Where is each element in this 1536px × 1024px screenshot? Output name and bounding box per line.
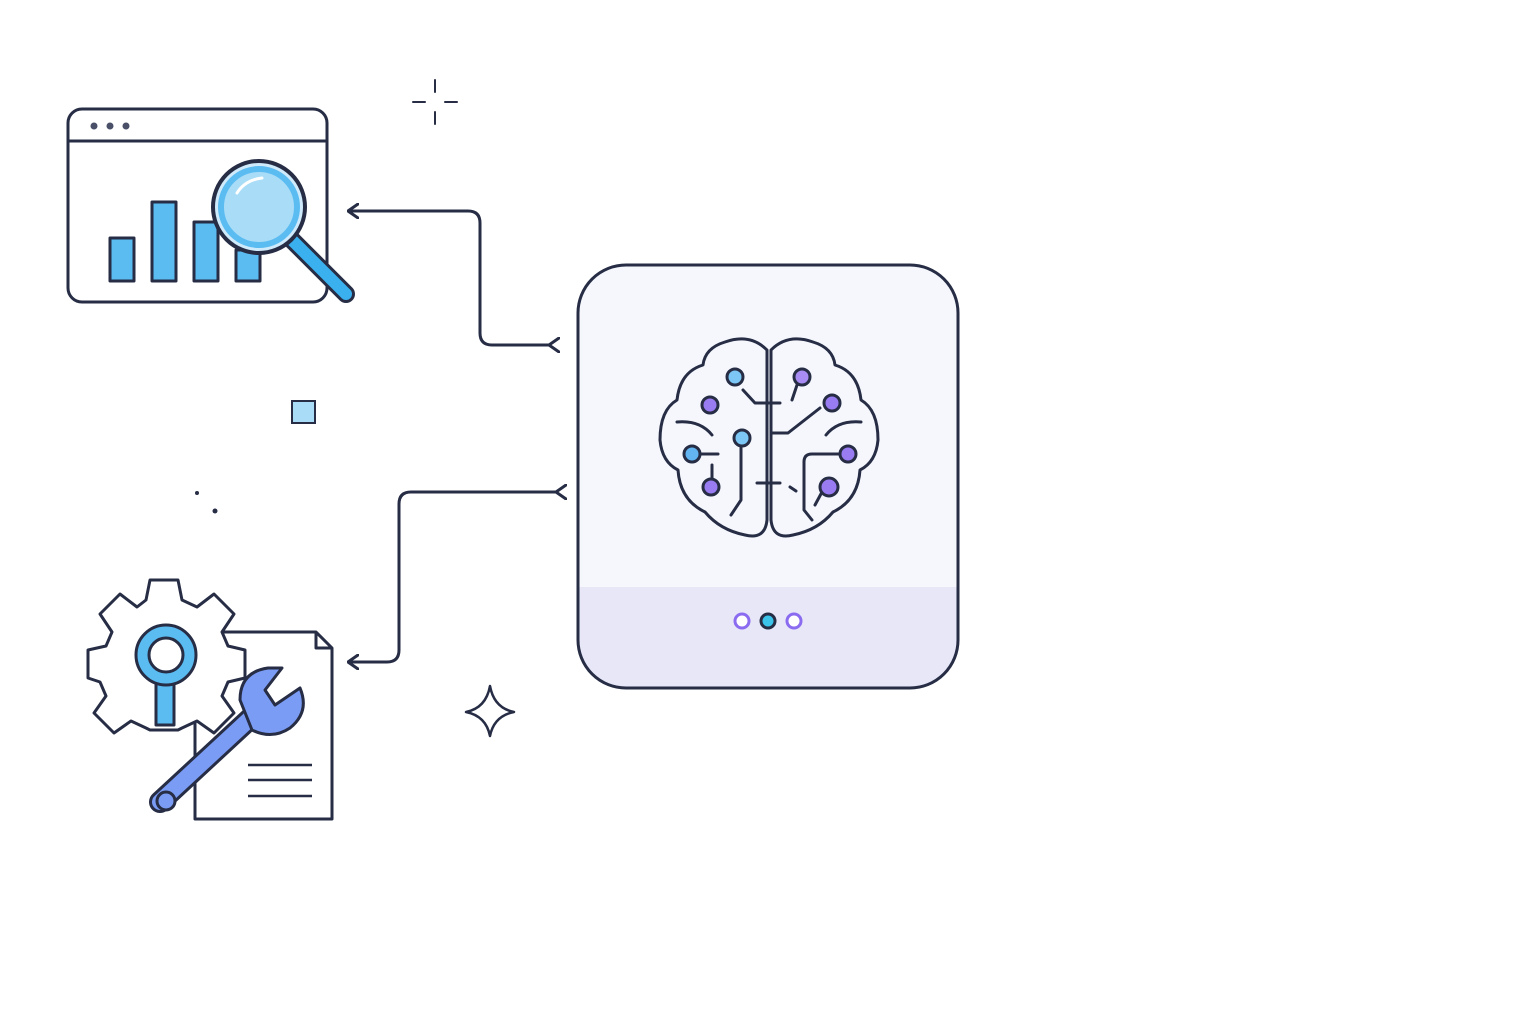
wrench-icon <box>149 666 305 813</box>
configuration-icon <box>86 578 334 821</box>
connector-configuration <box>348 492 556 662</box>
decor-dot <box>195 491 199 495</box>
pagination-dots <box>733 612 803 630</box>
ai-core-card <box>576 263 960 690</box>
sparkle-star-icon <box>464 684 516 738</box>
pagination-dot-active <box>759 612 777 630</box>
bar-chart-icon <box>108 200 262 283</box>
magnifier-icon <box>211 159 355 303</box>
pagination-dot <box>733 612 751 630</box>
circuit-brain-icon <box>658 337 880 538</box>
decor-dot <box>212 508 218 514</box>
analytics-dashboard-icon <box>66 107 355 304</box>
sparkle-cross-icon <box>412 79 458 125</box>
connector-analytics <box>348 211 549 345</box>
pagination-dot <box>785 612 803 630</box>
decor-square <box>291 400 316 424</box>
